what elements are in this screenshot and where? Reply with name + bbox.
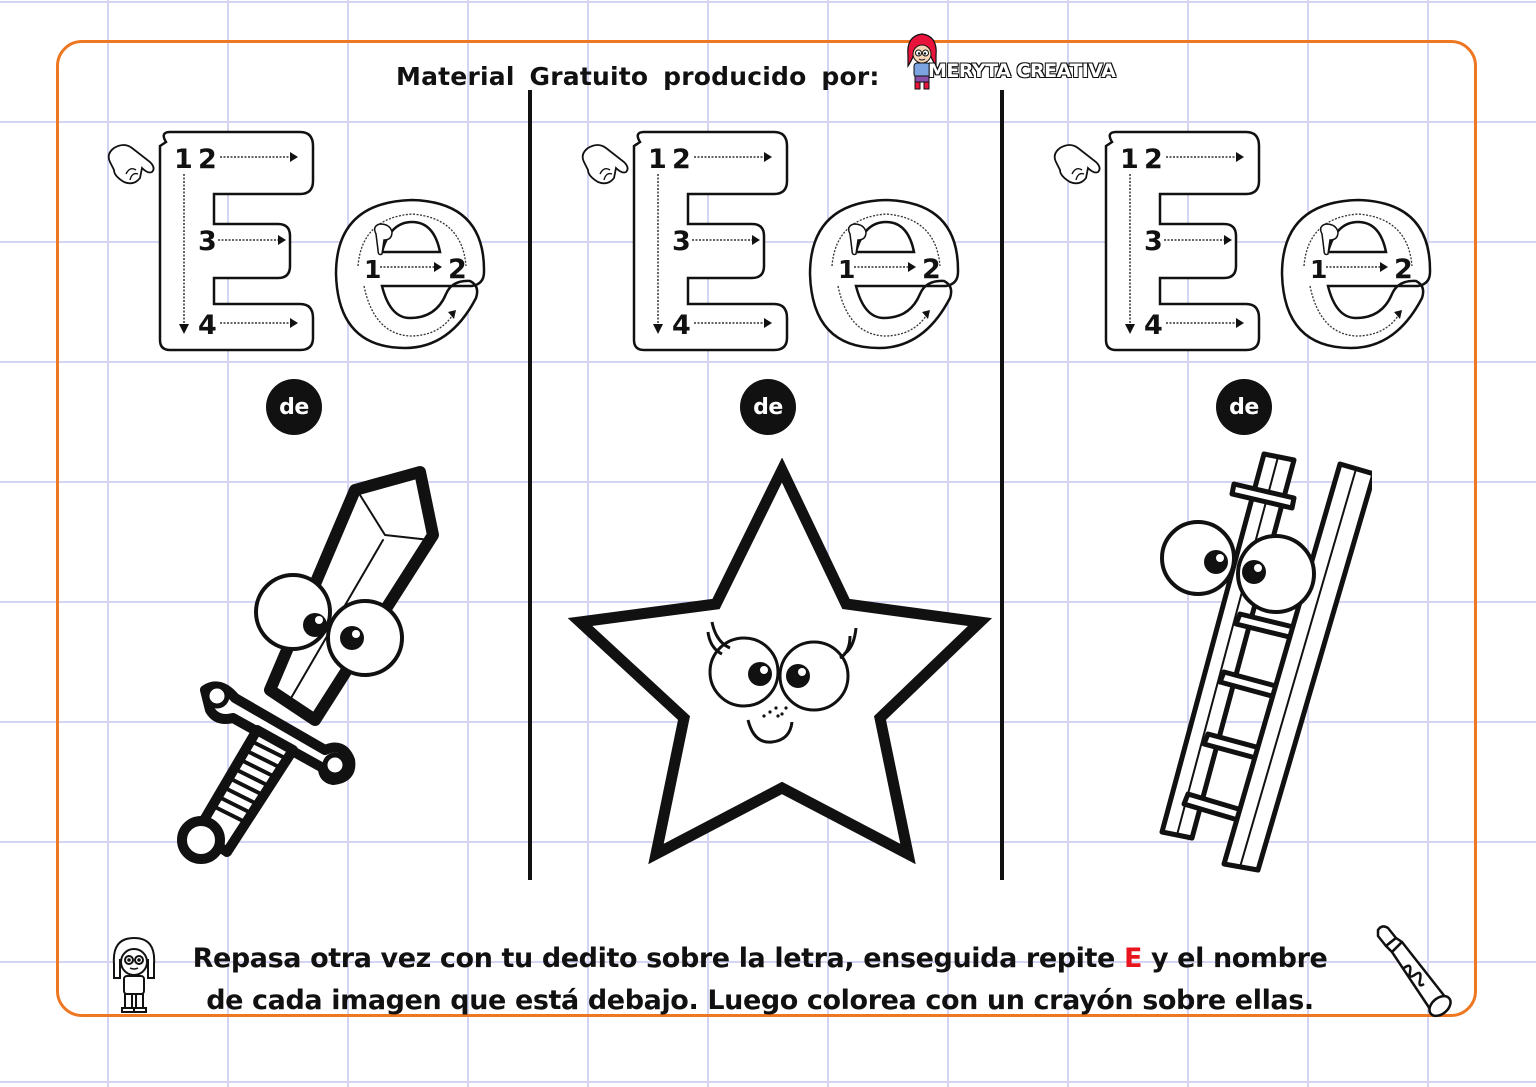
- column-2: 1 2 3 4 1 2 de: [474, 0, 993, 1087]
- brand-name: MERYTA CREATIVA: [927, 59, 1116, 82]
- svg-text:1: 1: [648, 144, 667, 175]
- stroke-number-3: 3: [198, 226, 217, 257]
- uppercase-e-outline: [632, 130, 789, 352]
- de-badge: de: [740, 379, 796, 435]
- column-3: 1 2 3 4 1 2 de: [946, 0, 1432, 1087]
- column-1: 1 2 3 4 1 2 de: [0, 0, 486, 1087]
- stroke-number-1: 1: [364, 255, 381, 284]
- lowercase-e-outline: [1280, 198, 1432, 350]
- small-pointing-hand-icon: [847, 223, 867, 256]
- svg-text:4: 4: [672, 310, 691, 341]
- small-pointing-hand-icon: [373, 223, 393, 256]
- mascot-girl-outline-icon: [112, 936, 156, 1013]
- letter-e-tracing: 1 2 3 4 1 2: [107, 130, 486, 352]
- letter-e-tracing: 1 2 3 4 1 2: [581, 130, 960, 352]
- lowercase-e-outline: [334, 198, 486, 350]
- orange-page-frame: [56, 40, 1477, 1017]
- crayon-icon: [1376, 925, 1452, 1018]
- instructions-line-1: Repasa otra vez con tu dedito sobre la l…: [192, 943, 1328, 974]
- ladder-with-eyes-icon: [1159, 451, 1372, 873]
- star-with-face-icon: [568, 458, 993, 864]
- instructions-text: Repasa otra vez con tu dedito sobre la l…: [150, 938, 1370, 1022]
- uppercase-e-outline: [158, 130, 315, 352]
- svg-text:2: 2: [672, 144, 691, 175]
- small-pointing-hand-icon: [1319, 223, 1339, 256]
- svg-text:4: 4: [1144, 310, 1163, 341]
- stroke-number-1: 1: [174, 144, 193, 175]
- svg-text:3: 3: [1144, 226, 1163, 257]
- header-text: Material Gratuito producido por:: [396, 61, 880, 91]
- letter-e-tracing: 1 2 3 4 1 2: [1053, 130, 1432, 352]
- svg-text:3: 3: [672, 226, 691, 257]
- de-badge: de: [1216, 379, 1272, 435]
- svg-text:2: 2: [1144, 144, 1163, 175]
- svg-text:1: 1: [1120, 144, 1139, 175]
- sword-with-eyes-icon: [177, 466, 439, 864]
- uppercase-e-outline: [1104, 130, 1261, 352]
- brand-logo: MERYTA CREATIVA: [902, 30, 1142, 92]
- stroke-number-2: 2: [198, 144, 217, 175]
- column-divider-2: [1000, 90, 1004, 880]
- stroke-number-4: 4: [198, 310, 217, 341]
- header-credit: Material Gratuito producido por:: [396, 56, 880, 96]
- stroke-number-2: 2: [448, 254, 467, 285]
- lowercase-e-outline: [808, 198, 960, 350]
- pointing-hand-icon: [581, 144, 629, 185]
- column-divider-1: [528, 90, 532, 880]
- de-badge: de: [266, 379, 322, 435]
- instructions-line-2: de cada imagen que está debajo. Luego co…: [206, 985, 1314, 1016]
- svg-text:1: 1: [1310, 255, 1327, 284]
- svg-text:1: 1: [838, 255, 855, 284]
- highlighted-letter: E: [1123, 943, 1142, 974]
- pointing-hand-icon: [107, 144, 155, 185]
- svg-text:2: 2: [922, 254, 941, 285]
- mascot-girl-icon: [907, 33, 937, 90]
- pointing-hand-icon: [1053, 144, 1101, 185]
- svg-text:2: 2: [1394, 254, 1413, 285]
